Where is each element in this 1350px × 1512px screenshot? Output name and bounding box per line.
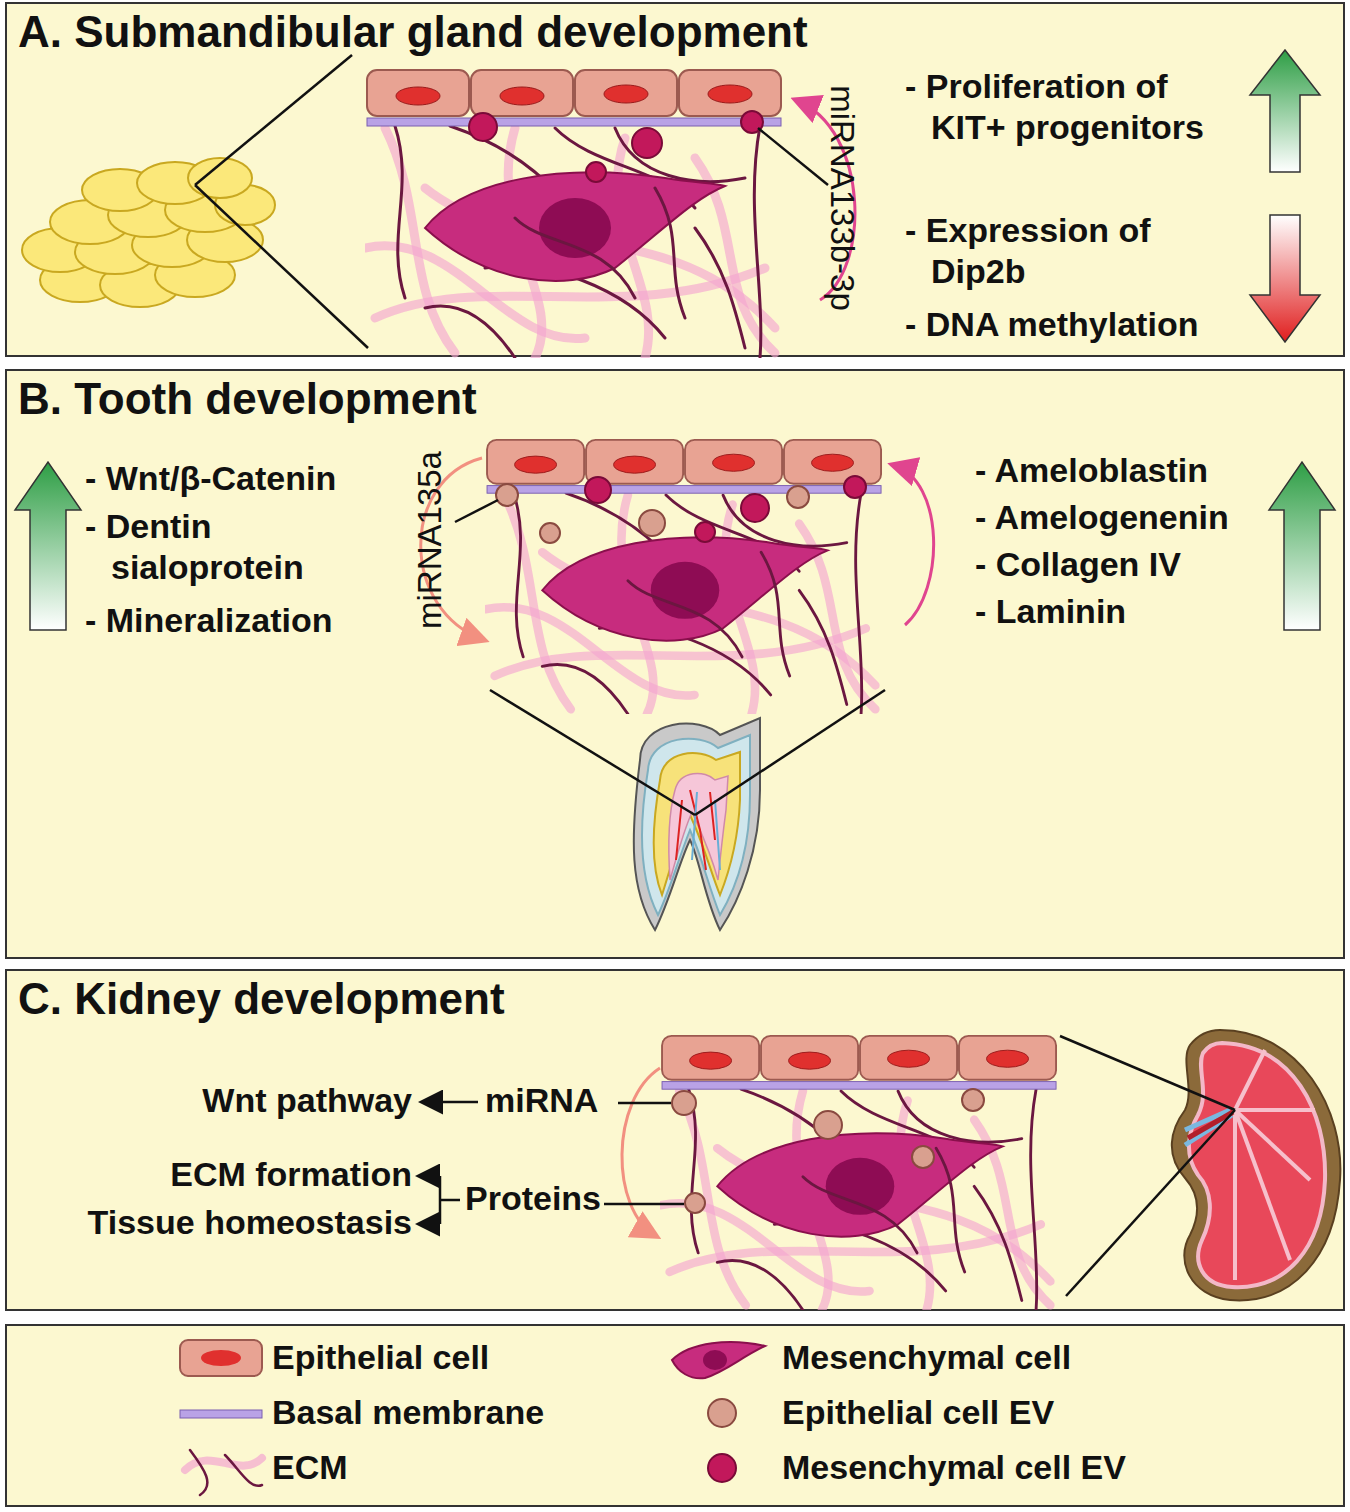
panel-band: A. Submandibular gland development (6, 3, 1344, 356)
effect-label: Tissue homeostasis (88, 1202, 412, 1243)
legend-text: ECM (272, 1448, 348, 1487)
legend-text: Mesenchymal cell EV (782, 1448, 1126, 1487)
panel-title: A. Submandibular gland development (18, 7, 808, 57)
panel-band: C. Kidney development (6, 970, 1344, 1310)
effect-label: - Proliferation of KIT+ progenitors (905, 66, 1245, 149)
effect-label: - Expression of Dip2b (905, 210, 1225, 293)
panel-title: B. Tooth development (18, 374, 477, 424)
effect-label: - Wnt/β-Catenin (85, 458, 336, 499)
effect-label: - Mineralization (85, 600, 332, 641)
legend-text: Epithelial cell EV (782, 1393, 1054, 1432)
effect-label: - Ameloblastin (975, 450, 1208, 491)
mirna-label: miRNA133b-3p (822, 85, 862, 311)
panel-title: C. Kidney development (18, 974, 505, 1024)
effect-label: ECM formation (170, 1154, 412, 1195)
effect-label: - DNA methylation (905, 304, 1198, 345)
effect-label: - Dentin sialoprotein (85, 506, 385, 589)
cargo-label: Proteins (465, 1178, 601, 1219)
pathway-label: Wnt pathway (202, 1080, 412, 1121)
mirna-label: miRNA135a (410, 451, 450, 629)
legend-text: Mesenchymal cell (782, 1338, 1071, 1377)
legend-text: Basal membrane (272, 1393, 544, 1432)
legend-text: Epithelial cell (272, 1338, 489, 1377)
effect-label: - Collagen IV (975, 544, 1181, 585)
cargo-label: miRNA (485, 1080, 598, 1121)
effect-label: - Amelogenenin (975, 497, 1229, 538)
effect-label: - Laminin (975, 591, 1126, 632)
